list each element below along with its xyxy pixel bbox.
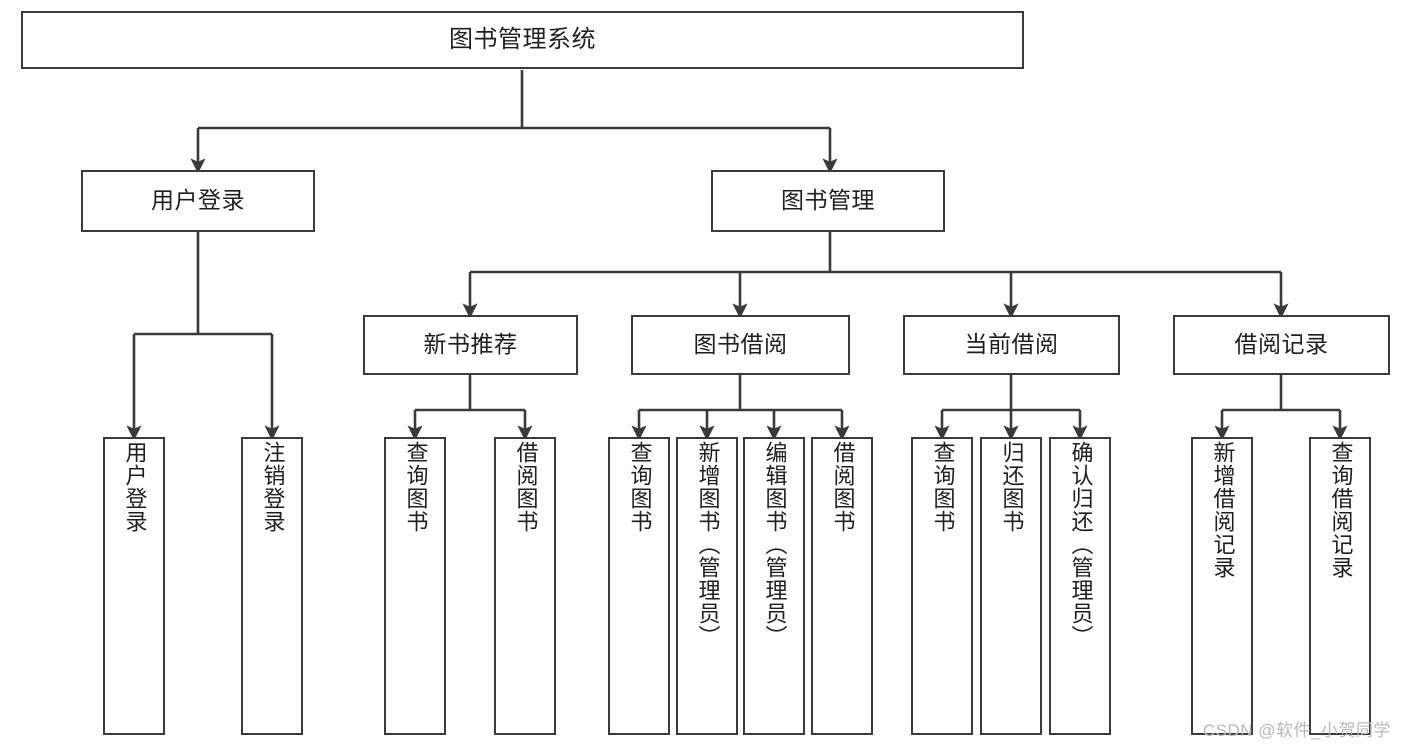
node-label: 图书借阅 <box>693 331 788 358</box>
node-label: 用户登录 <box>122 441 148 533</box>
node-root-system[interactable]: 图书管理系统 <box>21 11 1024 69</box>
node-label: 图书管理 <box>781 187 875 214</box>
node-book-borrow[interactable]: 图书借阅 <box>631 315 850 375</box>
leaf-query-book-2[interactable]: 查询图书 <box>608 437 670 735</box>
node-label: 查询借阅记录 <box>1328 441 1354 579</box>
node-label: 借阅图书 <box>513 441 539 533</box>
node-book-manage[interactable]: 图书管理 <box>711 170 945 232</box>
leaf-add-book[interactable]: 新增图书（管理员） <box>676 437 738 735</box>
node-label: 新增借阅记录 <box>1210 441 1236 579</box>
node-label: 当前借阅 <box>964 331 1059 358</box>
node-label: 编辑图书（管理员） <box>762 441 788 648</box>
node-label: 新增图书（管理员） <box>695 441 721 648</box>
node-label: 借阅图书 <box>830 441 856 533</box>
node-label: 借阅记录 <box>1234 331 1329 358</box>
node-new-book-rec[interactable]: 新书推荐 <box>363 315 578 375</box>
node-user-login[interactable]: 用户登录 <box>81 170 315 232</box>
leaf-borrow-book-1[interactable]: 借阅图书 <box>494 437 556 735</box>
node-label: 新书推荐 <box>423 331 518 358</box>
leaf-query-book-3[interactable]: 查询图书 <box>911 437 973 735</box>
node-label: 注销登录 <box>260 441 286 533</box>
leaf-return-book[interactable]: 归还图书 <box>980 437 1042 735</box>
node-label: 用户登录 <box>151 187 245 214</box>
node-borrow-record[interactable]: 借阅记录 <box>1173 315 1390 375</box>
leaf-user-login[interactable]: 用户登录 <box>103 437 165 735</box>
node-label: 查询图书 <box>930 441 956 533</box>
node-label: 确认归还（管理员） <box>1068 441 1094 648</box>
node-current-borrow[interactable]: 当前借阅 <box>903 315 1120 375</box>
node-label: 查询图书 <box>627 441 653 533</box>
leaf-borrow-book-2[interactable]: 借阅图书 <box>811 437 873 735</box>
leaf-confirm-return[interactable]: 确认归还（管理员） <box>1049 437 1111 735</box>
leaf-query-book-1[interactable]: 查询图书 <box>384 437 446 735</box>
node-label: 图书管理系统 <box>449 25 596 53</box>
csdn-watermark: CSDN @软件_小贺同学 <box>1202 721 1391 740</box>
node-label: 归还图书 <box>999 441 1025 533</box>
leaf-logout-login[interactable]: 注销登录 <box>241 437 303 735</box>
node-label: 查询图书 <box>403 441 429 533</box>
leaf-edit-book[interactable]: 编辑图书（管理员） <box>743 437 805 735</box>
leaf-add-record[interactable]: 新增借阅记录 <box>1191 437 1253 735</box>
leaf-query-record[interactable]: 查询借阅记录 <box>1309 437 1371 735</box>
